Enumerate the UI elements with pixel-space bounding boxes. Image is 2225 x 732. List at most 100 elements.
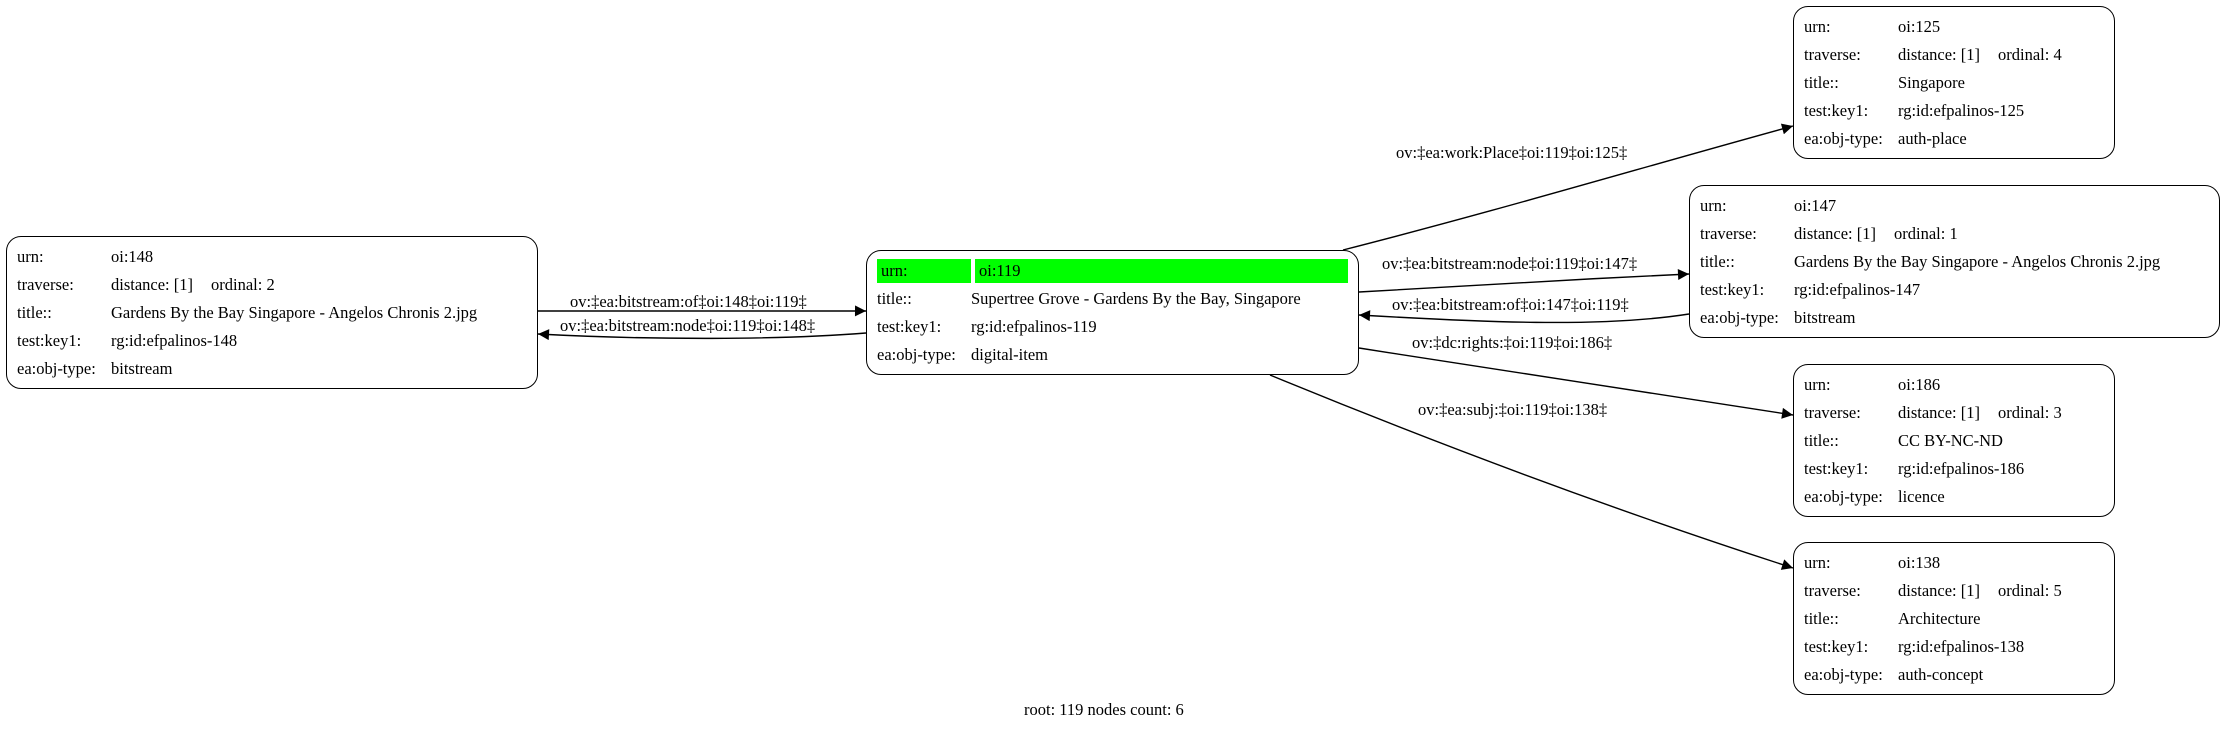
node-value: oi:125 [1898,17,1941,36]
node-row-urn: urn: oi:148 [17,243,527,271]
node-row-traverse: traverse: distance: [1] ordinal: 3 [1804,399,2104,427]
node-value: rg:id:efpalinos-186 [1898,459,2025,478]
node-row-key1: test:key1: rg:id:efpalinos-125 [1804,97,2104,125]
node-key: test:key1: [17,331,82,350]
node-key: urn: [877,259,971,283]
node-key: urn: [1700,196,1727,215]
node-row-type: ea:obj-type: bitstream [1700,304,2209,332]
graph-footer: root: 119 nodes count: 6 [1024,700,1184,719]
node-row-type: ea:obj-type: bitstream [17,355,527,383]
node-key: title:: [1804,609,1839,628]
node-value: rg:id:efpalinos-138 [1898,637,2025,656]
node-value: rg:id:efpalinos-125 [1898,101,2025,120]
node-ordinal: ordinal: 3 [1998,403,2062,422]
node-row-traverse: traverse: distance: [1] ordinal: 4 [1804,41,2104,69]
node-row-type: ea:obj-type: digital-item [877,341,1348,369]
node-row-type: ea:obj-type: licence [1804,483,2104,511]
node-oi-147[interactable]: urn: oi:147 traverse: distance: [1]ordin… [1689,185,2220,338]
edge-label-119-148: ov:‡ea:bitstream:node‡oi:119‡oi:148‡ [560,316,816,335]
node-key: test:key1: [1804,637,1869,656]
node-ordinal: ordinal: 5 [1998,581,2062,600]
node-oi-186[interactable]: urn: oi:186 traverse: distance: [1] ordin… [1793,364,2115,517]
node-oi-119[interactable]: urn: oi:119 title:: Supertree Grove - Ga… [866,250,1359,375]
edge-label-119-125: ov:‡ea:work:Place‡oi:119‡oi:125‡ [1396,143,1628,162]
node-row-title: title:: Gardens By the Bay Singapore - A… [1700,248,2209,276]
node-value: Singapore [1898,73,1965,92]
edge-119-186 [1358,347,1794,419]
node-key: ea:obj-type: [1804,665,1883,684]
node-oi-148[interactable]: urn: oi:148 traverse: distance: [1] ordin… [6,236,538,389]
node-row-urn: urn: oi:138 [1804,549,2104,577]
node-key: urn: [1804,17,1831,36]
node-distance: distance: [1] [1898,403,1981,422]
node-row-traverse: traverse: distance: [1]ordinal: 1 [1700,220,2209,248]
node-key: traverse: [1700,224,1757,243]
node-ordinal: ordinal: 2 [211,275,275,294]
node-key: ea:obj-type: [1700,308,1779,327]
node-value: Gardens By the Bay Singapore - Angelos C… [111,303,478,322]
node-value: oi:147 [1794,196,1837,215]
edge-119-148 [537,329,867,341]
edge-label-119-186: ov:‡dc:rights:‡oi:119‡oi:186‡ [1412,333,1613,352]
node-key: ea:obj-type: [877,345,956,364]
node-row-key1: test:key1: rg:id:efpalinos-147 [1700,276,2209,304]
node-row-type: ea:obj-type: auth-place [1804,125,2104,153]
node-key: ea:obj-type: [1804,129,1883,148]
node-key: ea:obj-type: [17,359,96,378]
edge-119-138 [1269,374,1794,570]
node-key: test:key1: [1804,459,1869,478]
node-row-key1: test:key1: rg:id:efpalinos-138 [1804,633,2104,661]
edge-label-147-119: ov:‡ea:bitstream:of‡oi:147‡oi:119‡ [1392,295,1629,314]
node-row-urn: urn: oi:119 [877,257,1348,285]
node-ordinal: ordinal: 1 [1894,224,1958,243]
node-row-traverse: traverse: distance: [1] ordinal: 5 [1804,577,2104,605]
node-row-title: title:: Architecture [1804,605,2104,633]
node-value: oi:119 [975,259,1348,283]
edge-147-119 [1358,310,1690,324]
edge-label-119-147: ov:‡ea:bitstream:node‡oi:119‡oi:147‡ [1382,254,1638,273]
node-value: Gardens By the Bay Singapore - Angelos C… [1794,252,2161,271]
node-key: test:key1: [1804,101,1869,120]
node-row-urn: urn: oi:186 [1804,371,2104,399]
node-row-type: ea:obj-type: auth-concept [1804,661,2104,689]
node-value: oi:148 [111,247,154,266]
node-key: title:: [1804,431,1839,450]
node-key: urn: [1804,375,1831,394]
node-key: ea:obj-type: [1804,487,1883,506]
edge-label-119-138: ov:‡ea:subj:‡oi:119‡oi:138‡ [1418,400,1608,419]
node-value: Supertree Grove - Gardens By the Bay, Si… [971,289,1301,308]
node-row-title: title:: Supertree Grove - Gardens By the… [877,285,1348,313]
node-oi-125[interactable]: urn: oi:125 traverse: distance: [1] ordin… [1793,6,2115,159]
node-oi-138[interactable]: urn: oi:138 traverse: distance: [1] ordin… [1793,542,2115,695]
node-value: rg:id:efpalinos-119 [971,317,1097,336]
node-key: traverse: [1804,581,1861,600]
node-key: traverse: [1804,403,1861,422]
node-row-key1: test:key1: rg:id:efpalinos-119 [877,313,1348,341]
node-key: title:: [1804,73,1839,92]
node-distance: distance: [1] [111,275,194,294]
node-key: traverse: [1804,45,1861,64]
node-key: traverse: [17,275,74,294]
edge-119-147 [1358,269,1690,293]
node-value: Architecture [1898,609,1981,628]
node-key: test:key1: [877,317,942,336]
node-value: digital-item [971,345,1048,364]
node-row-key1: test:key1: rg:id:efpalinos-186 [1804,455,2104,483]
node-value: rg:id:efpalinos-148 [111,331,238,350]
node-value: auth-place [1898,129,1967,148]
node-value: CC BY-NC-ND [1898,431,2003,450]
node-distance: distance: [1] [1898,581,1981,600]
edge-label-148-119: ov:‡ea:bitstream:of‡oi:148‡oi:119‡ [570,292,807,311]
node-row-title: title:: CC BY-NC-ND [1804,427,2104,455]
node-ordinal: ordinal: 4 [1998,45,2062,64]
node-value: oi:186 [1898,375,1941,394]
node-row-urn: urn: oi:125 [1804,13,2104,41]
node-row-title: title:: Gardens By the Bay Singapore - A… [17,299,527,327]
node-row-title: title:: Singapore [1804,69,2104,97]
node-distance: distance: [1] [1898,45,1981,64]
node-key: title:: [17,303,52,322]
node-row-urn: urn: oi:147 [1700,192,2209,220]
node-row-key1: test:key1: rg:id:efpalinos-148 [17,327,527,355]
edge-119-125 [1342,123,1794,251]
